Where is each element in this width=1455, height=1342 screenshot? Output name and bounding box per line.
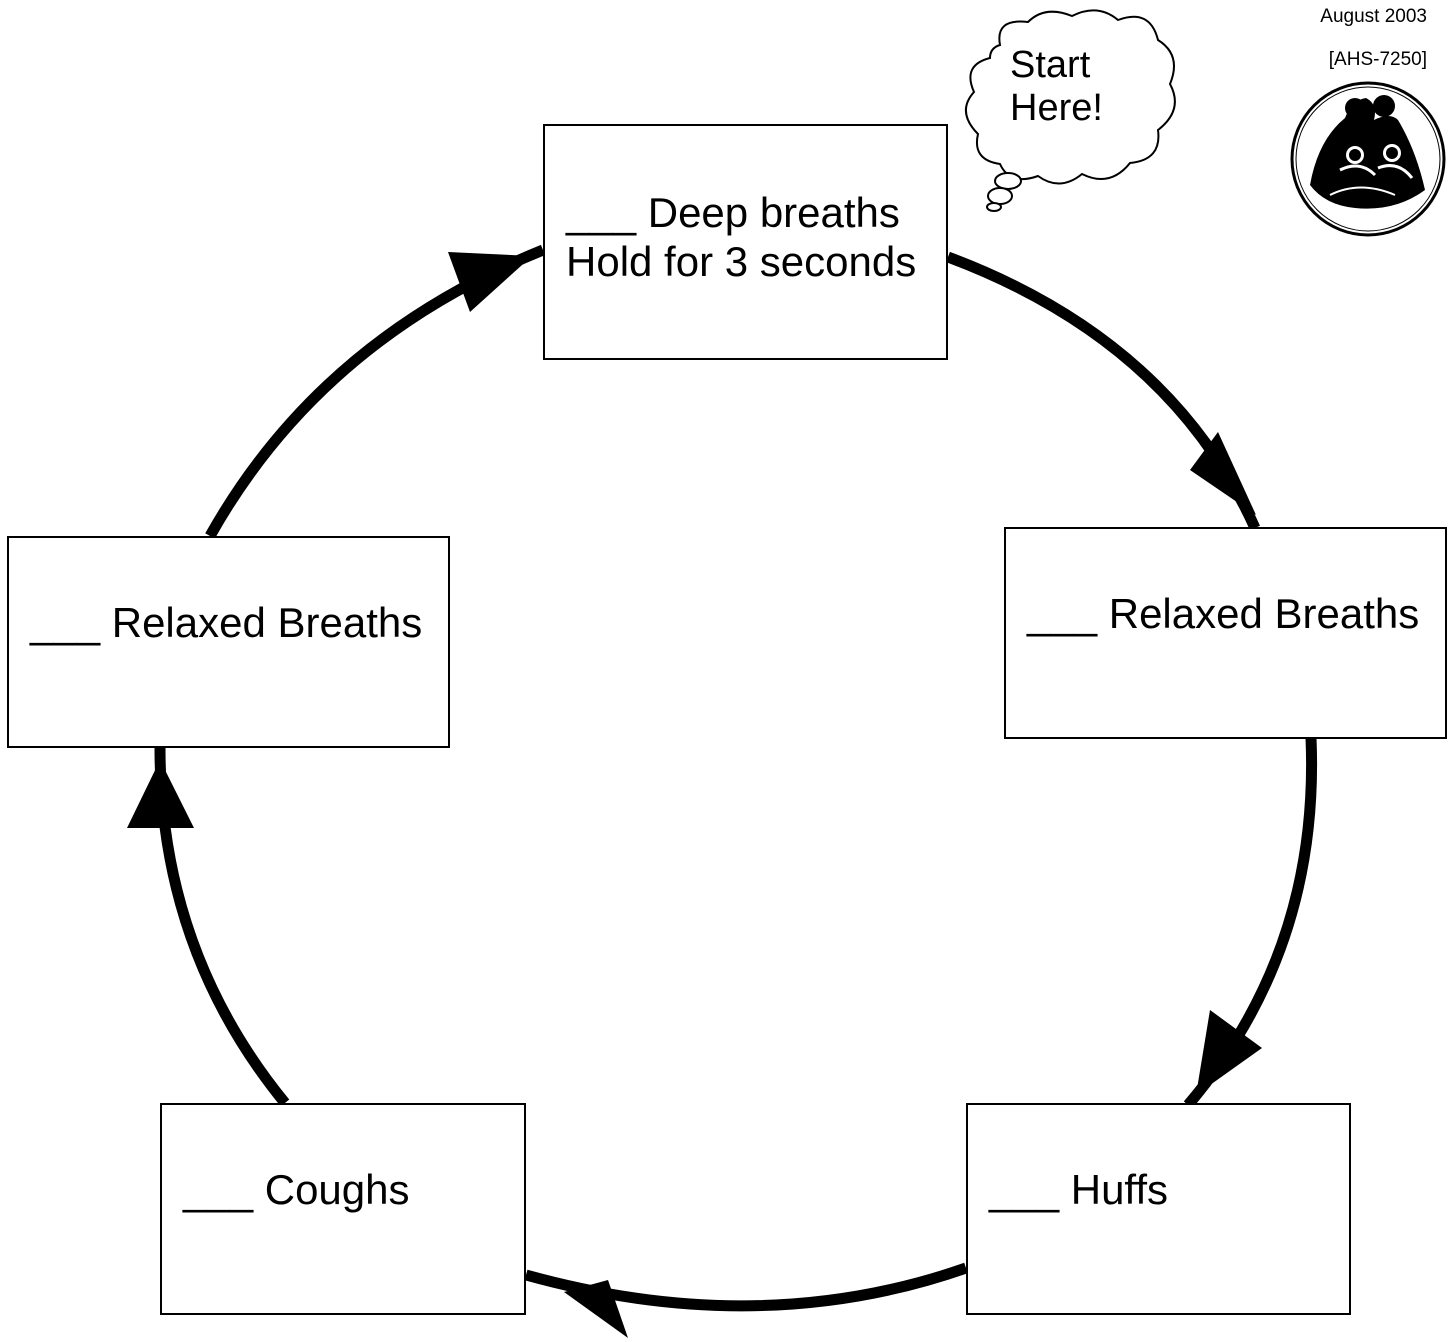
step-deep-breaths: ___ Deep breaths Hold for 3 seconds [543,124,948,360]
arrow-relaxed-left-to-deep [205,244,546,539]
arrowhead-deep-to-relaxed-right [1190,432,1256,515]
step-huffs-label: ___ Huffs [989,1166,1169,1213]
arrowhead-relaxed-left-to-deep [448,252,532,312]
step-relaxed-breaths-right-label: ___ Relaxed Breaths [1027,590,1420,637]
step-coughs-label: ___ Coughs [183,1166,410,1213]
document-code: [AHS-7250] [1328,49,1427,70]
document-date: August 2003 [1320,6,1427,27]
thought-bubble [965,9,1176,212]
start-here-label: Start Here! [1010,44,1103,130]
step-relaxed-breaths-left-label: ___ Relaxed Breaths [30,599,423,646]
start-here-line-1: Start [1010,44,1091,86]
start-here-line-2: Here! [1010,87,1103,129]
step-coughs: ___ Coughs [160,1103,526,1315]
step-huffs: ___ Huffs [966,1103,1351,1315]
step-deep-breaths-instruction: Hold for 3 seconds [566,238,917,285]
arrowhead-coughs-to-relaxed-left [127,760,194,828]
family-group-logo-icon [1290,81,1446,237]
step-relaxed-breaths-right: ___ Relaxed Breaths [1004,527,1447,739]
arrowhead-huffs-to-coughs [564,1280,628,1338]
step-relaxed-breaths-left: ___ Relaxed Breaths [7,536,450,748]
arrowhead-relaxed-right-to-huffs [1196,1010,1262,1095]
step-deep-breaths-label: ___ Deep breaths [566,189,900,236]
arrow-deep-to-relaxed-right [946,251,1261,531]
